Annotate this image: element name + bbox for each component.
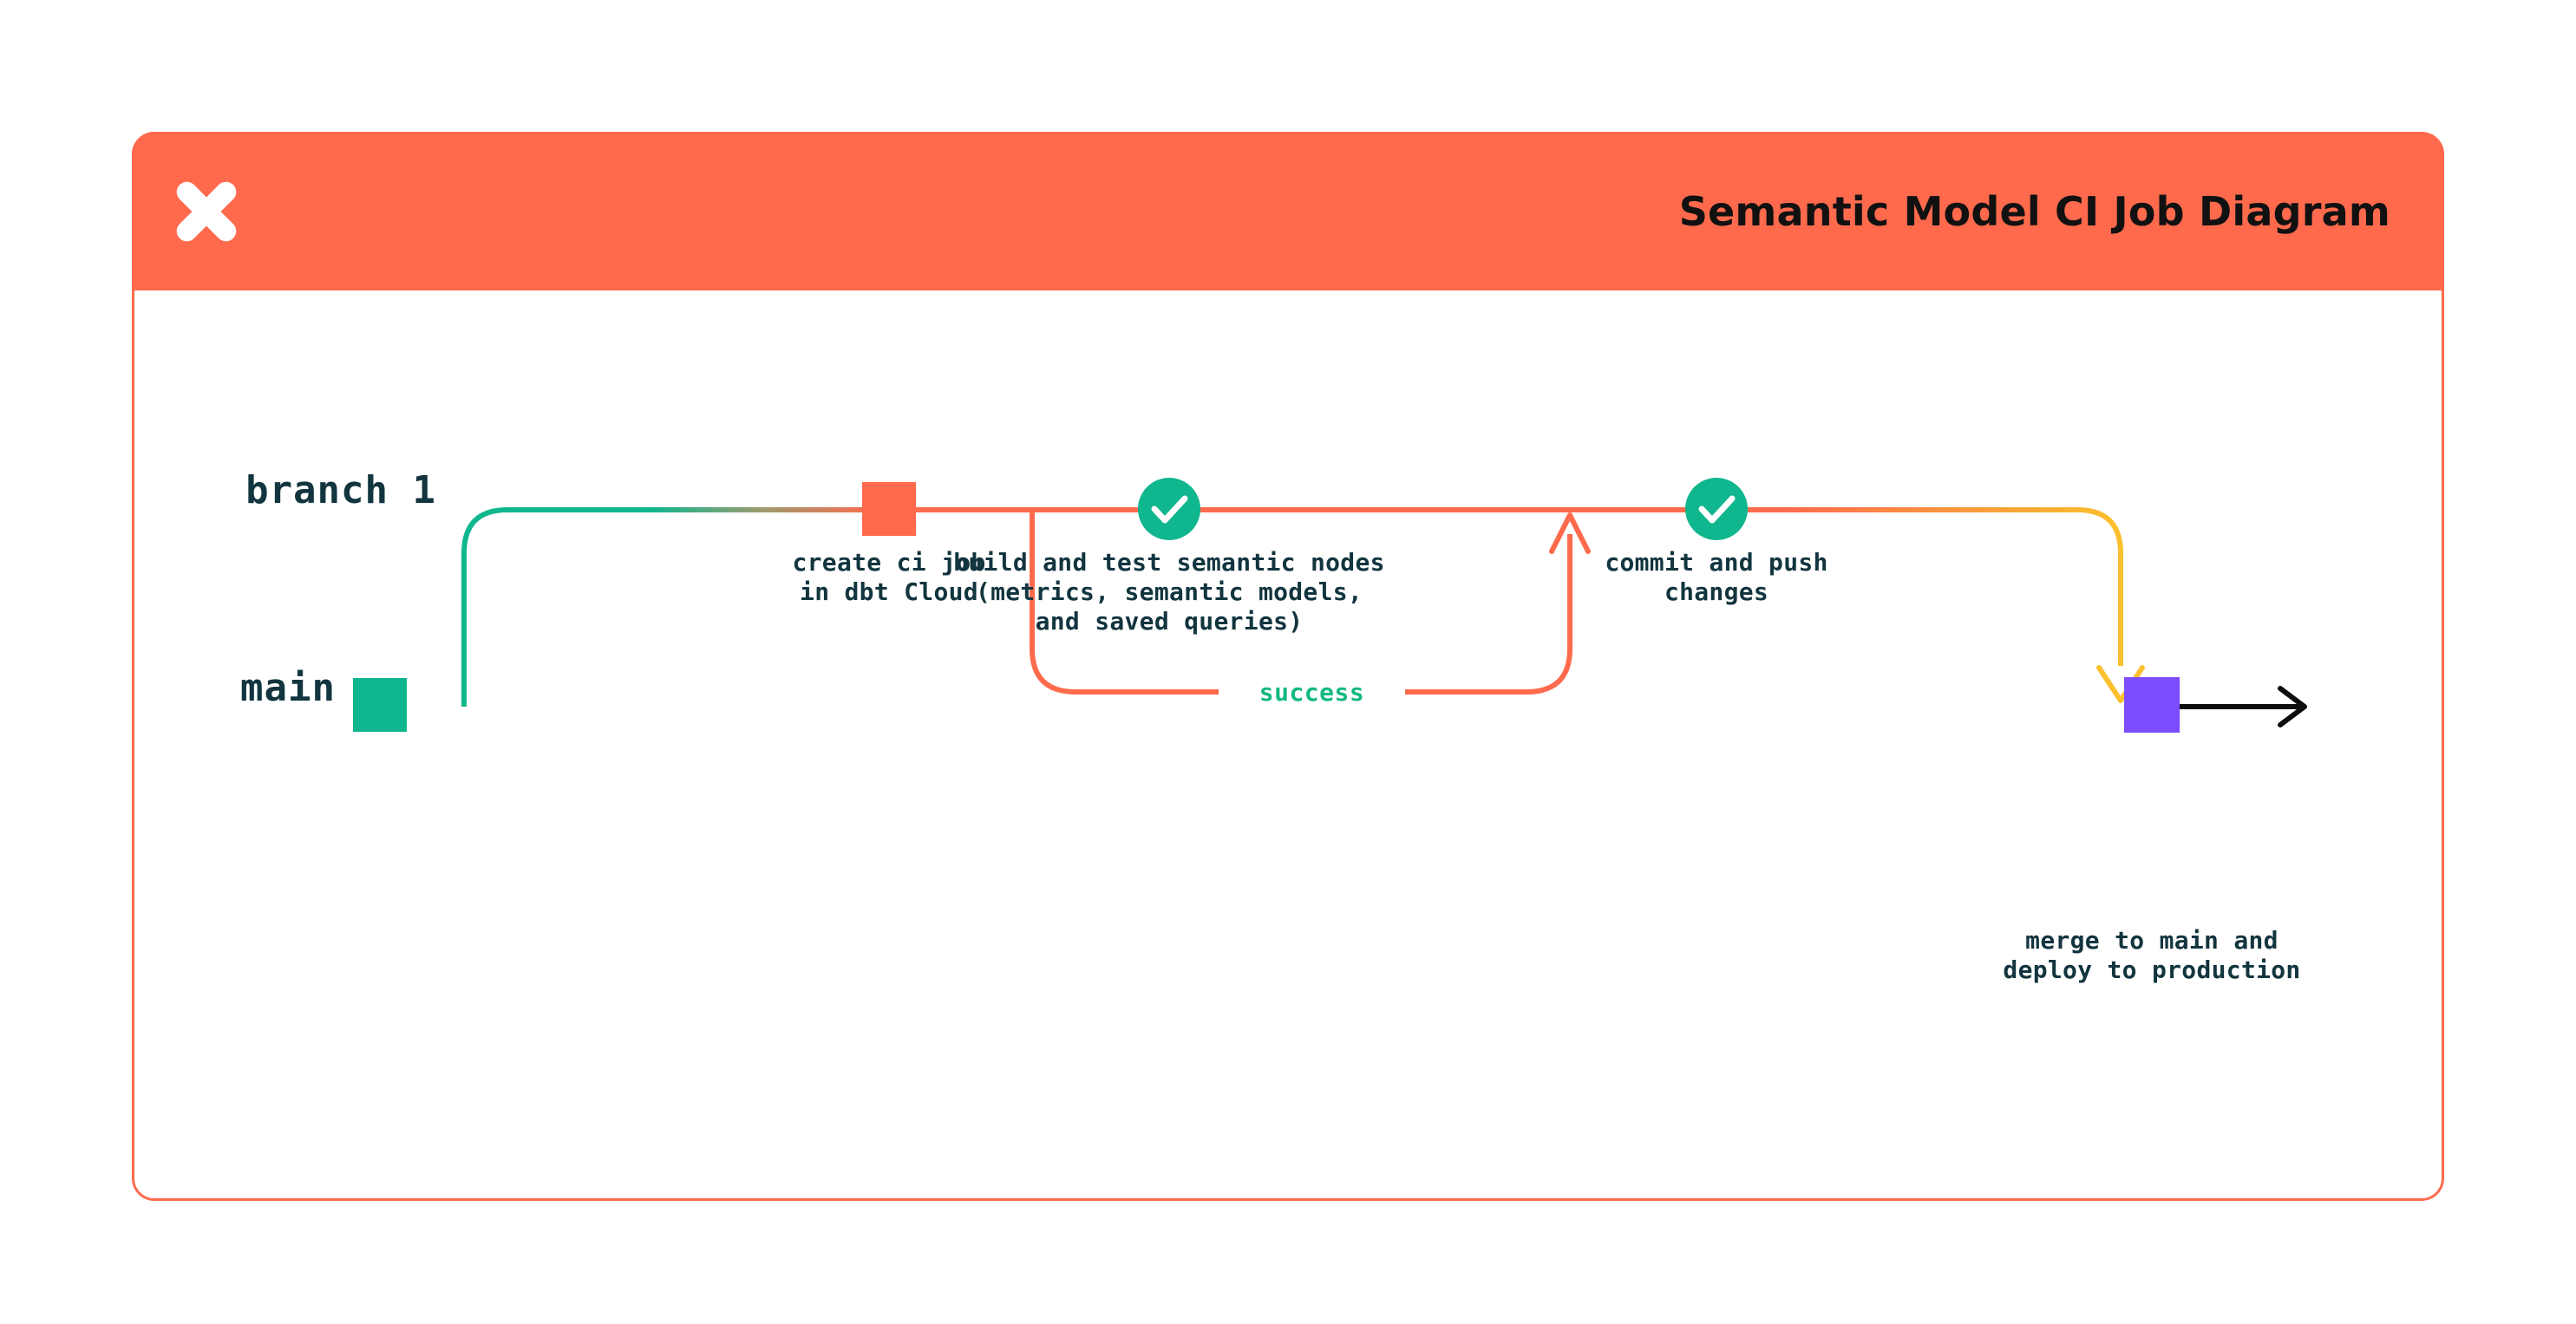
node-create-ci-job [862, 482, 916, 536]
node-merge-to-main [2124, 677, 2180, 733]
page-title: Semantic Model CI Job Diagram [1678, 187, 2390, 235]
dbt-logo-icon [176, 181, 237, 241]
check-icon-commit-and-push [1698, 495, 1736, 524]
arrowhead-production [2278, 686, 2307, 727]
node-label-commit-and-push: commit and push changes [1605, 548, 1828, 607]
branch-label-branch1: branch 1 [245, 468, 436, 512]
check-icon-build-and-test [1151, 495, 1188, 524]
edge-success-loop-right [1405, 534, 1572, 695]
node-build-and-test [1138, 478, 1200, 540]
arrowhead-success-loop [1549, 512, 1591, 554]
diagram-svg [353, 478, 2307, 733]
edge-label-success: success [1219, 678, 1405, 707]
node-commit-and-push [1685, 478, 1748, 540]
node-label-build-and-test: build and test semantic nodes (metrics, … [953, 548, 1385, 636]
git-flow-diagram: branch 1 main create ci job in dbt Cloud… [134, 293, 2442, 1201]
diagram-card: Semantic Model CI Job Diagram [132, 132, 2444, 1201]
edge-success-loop-left [1030, 510, 1219, 695]
node-main-start [353, 678, 407, 732]
node-label-merge-to-main: merge to main and deploy to production [2003, 926, 2301, 985]
edge-branch-out [461, 507, 880, 707]
card-header: Semantic Model CI Job Diagram [132, 132, 2444, 290]
branch-label-main: main [240, 666, 336, 710]
node-label-create-ci-job: create ci job in dbt Cloud [792, 548, 986, 607]
edge-merge-down [1782, 507, 2123, 666]
